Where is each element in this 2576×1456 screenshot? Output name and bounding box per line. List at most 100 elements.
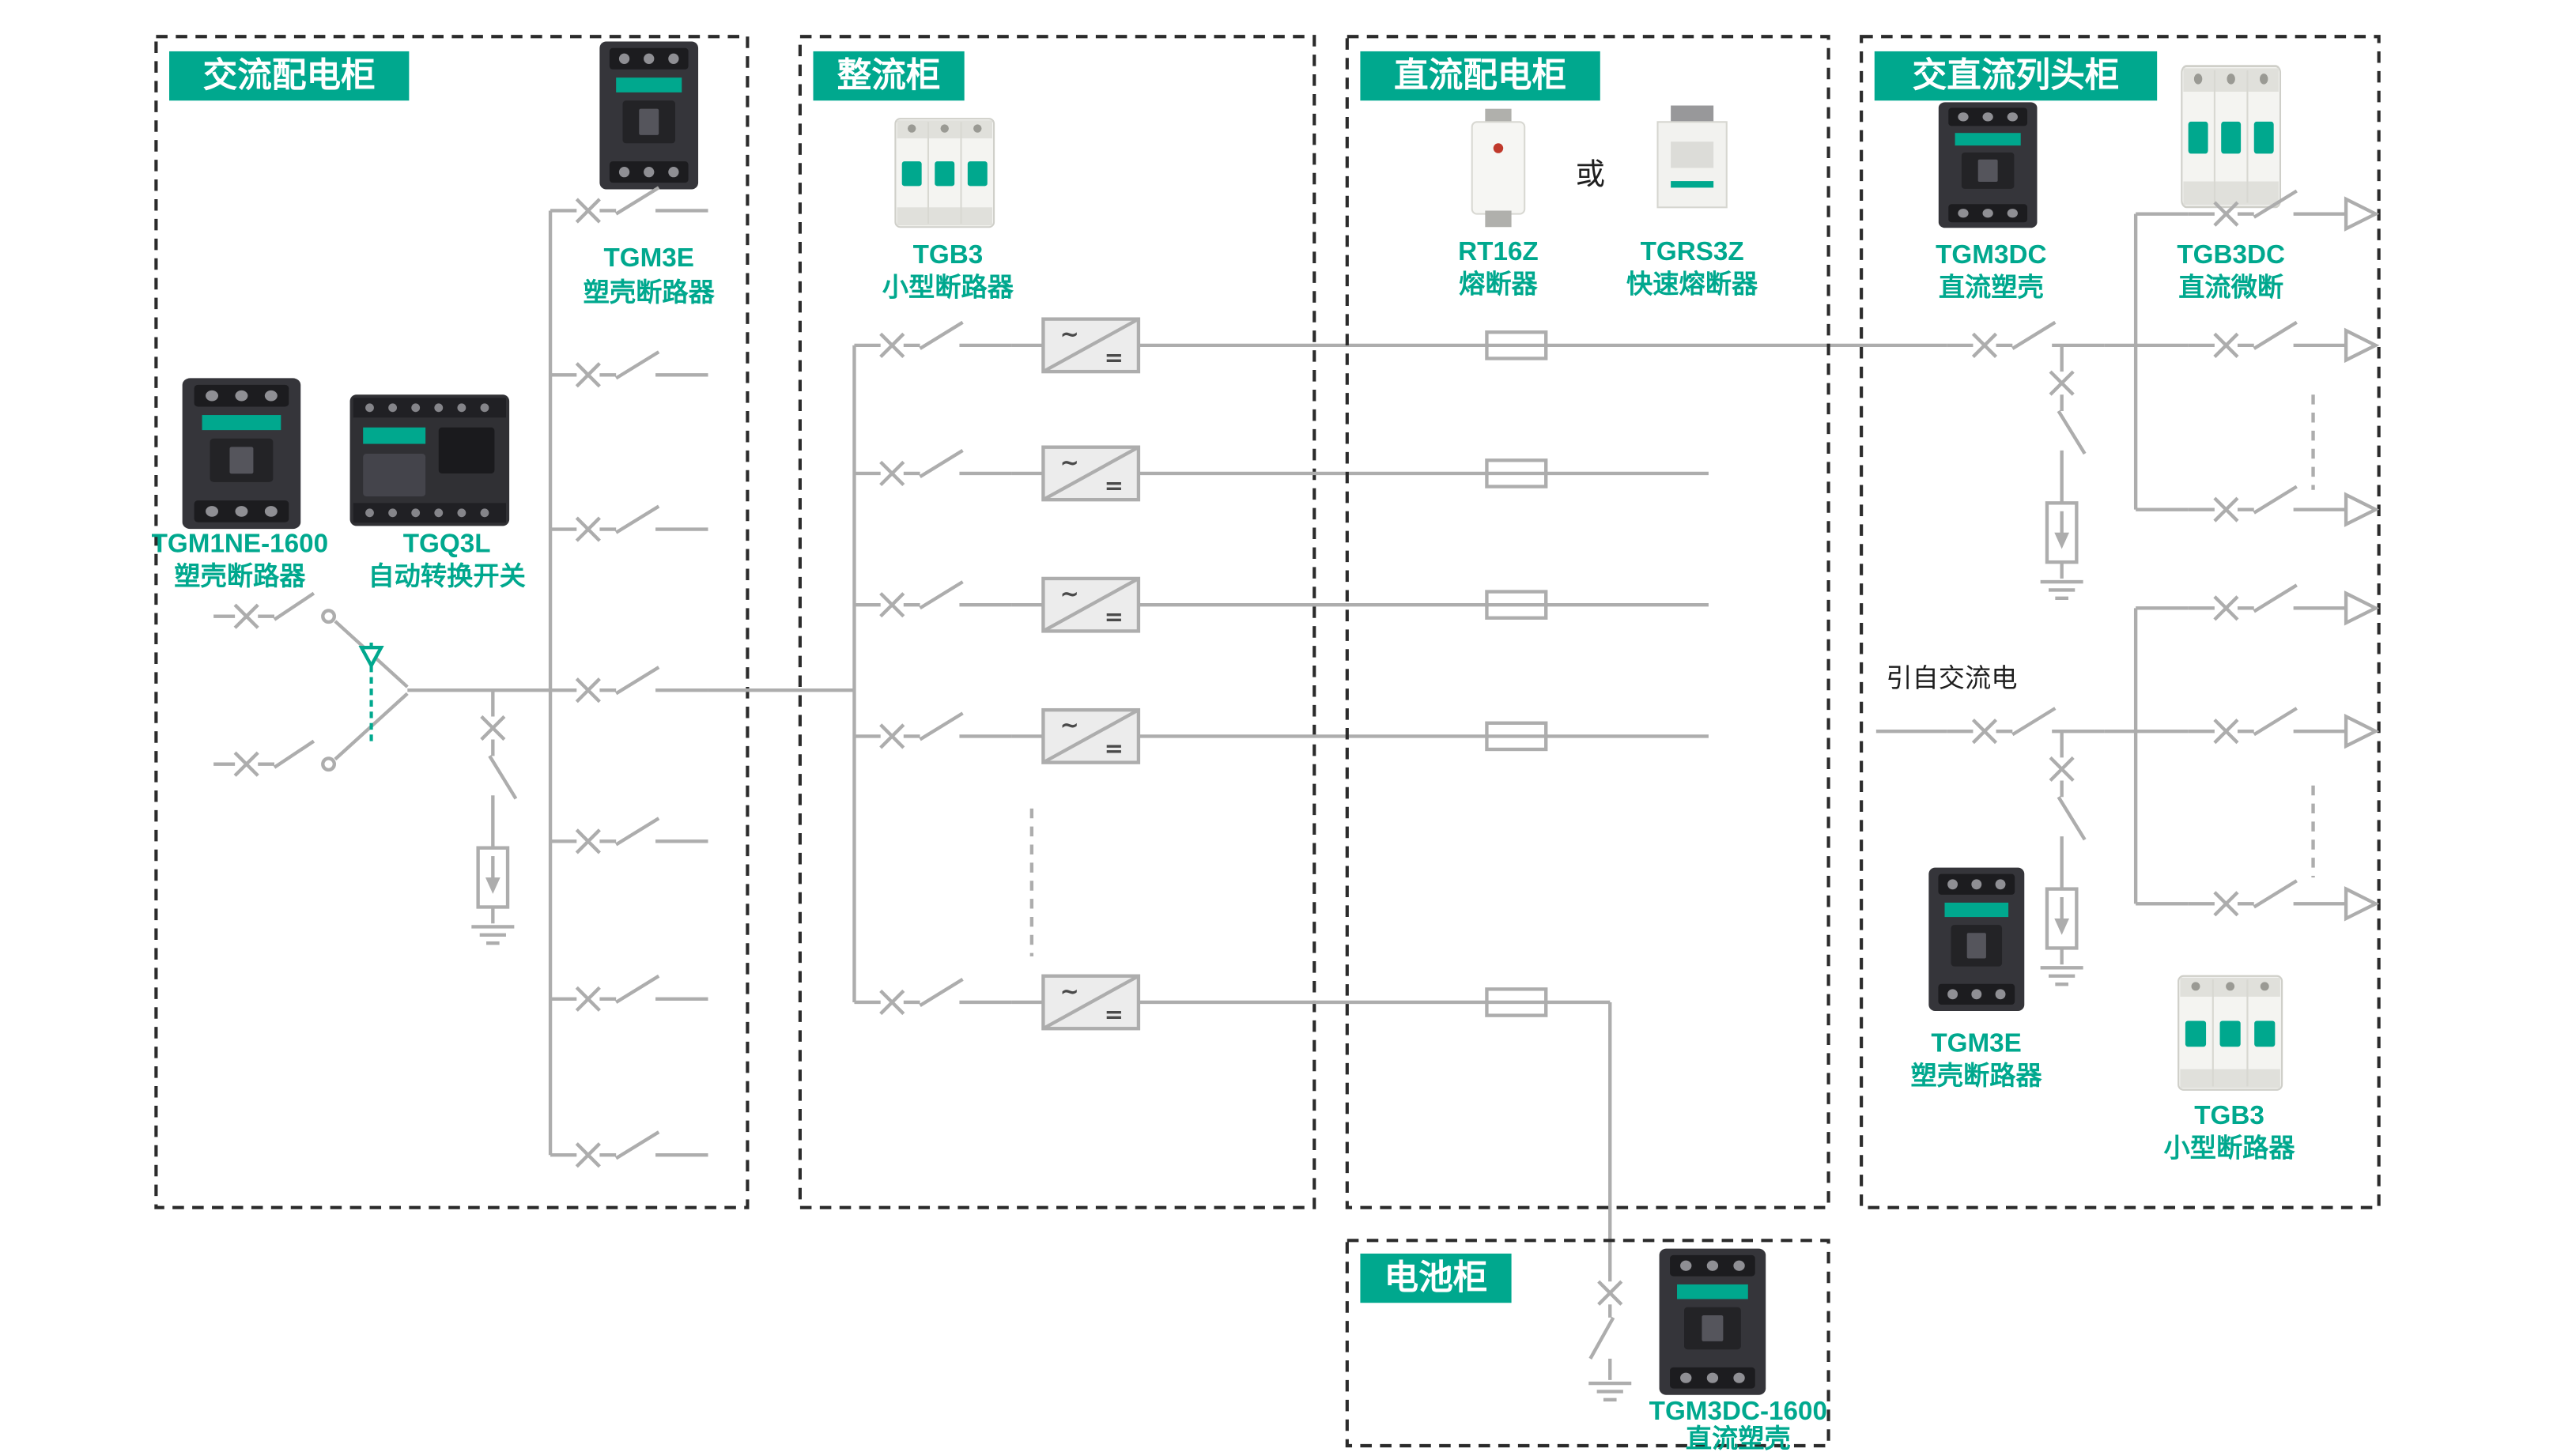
load-arrow-icon [2346,716,2375,745]
ac-mark: ~ [1059,711,1078,738]
rectifier-cabinet-border [798,35,1316,1209]
tgb3-desc: 小型断路器 [882,273,1014,303]
rectifier-symbol: ~ = [1043,976,1139,1028]
breaker-symbol [1947,323,2104,357]
tgm3e-product-image [599,41,699,190]
rt16z-product-image [1471,108,1526,228]
rectifier-box [1043,447,1139,500]
breaker-symbol [2189,881,2346,915]
ac-mark: ~ [1059,321,1078,348]
breaker-symbol [550,352,708,387]
tgq3l-label: TGQ3L [403,530,491,559]
tgm3dc-1600-label: TGM3DC-1600 [1649,1397,1827,1426]
badge-background [1874,51,2158,101]
ground-symbol [2041,582,2083,598]
breaker-symbol [2050,731,2085,888]
badge-background [1360,51,1600,101]
load-arrow-icon [2346,199,2375,228]
fuse-label-area [1671,141,1714,168]
or-text: 或 [1576,157,1605,190]
dc-mark: = [1105,1001,1124,1028]
badge-background [169,51,410,101]
rectifier-wiring: ~ = ~ = ~ = ~ = [852,319,1947,1282]
breaker-symbol [550,976,708,1011]
rectifier-symbol: ~ = [1043,319,1139,372]
tgm3dc-1600-desc: 直流塑壳 [1686,1424,1791,1454]
battery-cabinet-title: 电池柜 [1384,1259,1488,1297]
tgm1ne-1600-label: TGM1NE-1600 [152,530,329,559]
tgb3-row-label: TGB3 [2194,1101,2264,1130]
rectifier-box [1043,710,1139,762]
rt16z-label: RT16Z [1458,237,1539,266]
breaker-symbol [2189,585,2346,620]
dc-mark: = [1105,603,1124,630]
ac-distribution-cabinet: 交流配电柜 TGM3E 塑壳断路器 TGM1NE-1600 塑壳断路器 TGQ3… [152,35,855,1209]
load-arrow-icon [2346,330,2375,360]
dc-cabinet-title-badge: 直流配电柜 [1360,51,1600,101]
rectifier-cabinet-title-badge: 整流柜 [813,51,965,101]
ac-dc-row-head-cabinet: 交直流列头柜 TGM3DC 直流塑壳 TGB3DC 直流微断 引自交流电 TGM… [1860,35,2381,1209]
fuse-body [1471,121,1526,215]
dc-mark: = [1105,472,1124,499]
breaker-symbol [854,713,1011,748]
row-head-cabinet-title: 交直流列头柜 [1913,57,2120,95]
tgm1ne-1600-product-image [182,378,301,530]
battery-cabinet: 电池柜 TGM3DC-1600 直流塑壳 [1345,1239,1830,1454]
breaker-symbol [550,1132,708,1167]
ac-cabinet-title-badge: 交流配电柜 [169,51,410,101]
dc-distribution-cabinet: 直流配电柜 或 RT16Z 熔断器 TGRS3Z 快速熔断器 [1345,35,1830,1209]
spd-symbol [478,848,508,907]
tgm3e-desc: 塑壳断路器 [584,278,716,307]
from-ac-mains-text: 引自交流电 [1886,664,2017,693]
breaker-symbol [2189,323,2346,357]
row-head-wiring [1875,191,2376,985]
load-arrow-icon [2346,889,2375,918]
battery-terminal-symbol [1588,1383,1631,1400]
fuse-indicator [1493,143,1504,153]
breaker-symbol [2189,487,2346,522]
ats-linkage-arrow-icon [358,646,384,670]
rectifier-cabinet: 整流柜 TGB3 小型断路器 ~ = ~ = [798,35,1947,1282]
tgq3l-desc: 自动转换开关 [368,562,525,591]
ac-cabinet-border [154,35,750,1209]
tgm3e-row-product-image [1928,867,2025,1012]
dc-cabinet-title: 直流配电柜 [1394,57,1566,95]
ac-mark: ~ [1059,978,1078,1005]
tgm3dc-desc: 直流塑壳 [1939,273,2044,303]
tgb3-row-desc: 小型断路器 [2163,1133,2295,1163]
breaker-symbol [854,323,1011,357]
breaker-symbol [482,690,516,847]
dc-cabinet-wiring [1486,332,1546,1015]
rectifier-symbol: ~ = [1043,579,1139,631]
row-head-cabinet-title-badge: 交直流列头柜 [1874,51,2158,101]
tgrs3z-product-image [1656,105,1728,209]
breaker-symbol [550,667,708,702]
breaker-symbol [550,818,708,853]
battery-cabinet-title-badge: 电池柜 [1360,1253,1512,1303]
tgrs3z-desc: 快速熔断器 [1626,270,1758,299]
rectifier-box [1043,976,1139,1028]
tgb3-product-image [894,118,995,228]
ac-mark: ~ [1059,580,1078,607]
ground-symbol [471,926,514,943]
rectifier-symbol: ~ = [1043,710,1139,762]
badge-background [813,51,965,101]
tgm3dc-1600-product-image [1659,1248,1766,1395]
ground-symbol [2041,968,2083,984]
plug-contact-icon [1597,1280,1623,1306]
ac-cabinet-title: 交流配电柜 [203,57,376,95]
load-arrow-icon [2346,594,2375,623]
badge-background [1360,1253,1512,1303]
breaker-symbol [2050,345,2085,503]
tgm3dc-product-image [1938,102,2038,228]
load-arrow-icon [2346,495,2375,524]
dc-cabinet-border [1345,35,1830,1209]
rt16z-desc: 熔断器 [1459,270,1538,299]
breaker-symbol [1947,708,2104,743]
tgb3-label: TGB3 [913,240,984,270]
tgb3-row-product-image [2178,975,2283,1091]
rectifier-box [1043,579,1139,631]
breaker-symbol [2189,708,2346,743]
